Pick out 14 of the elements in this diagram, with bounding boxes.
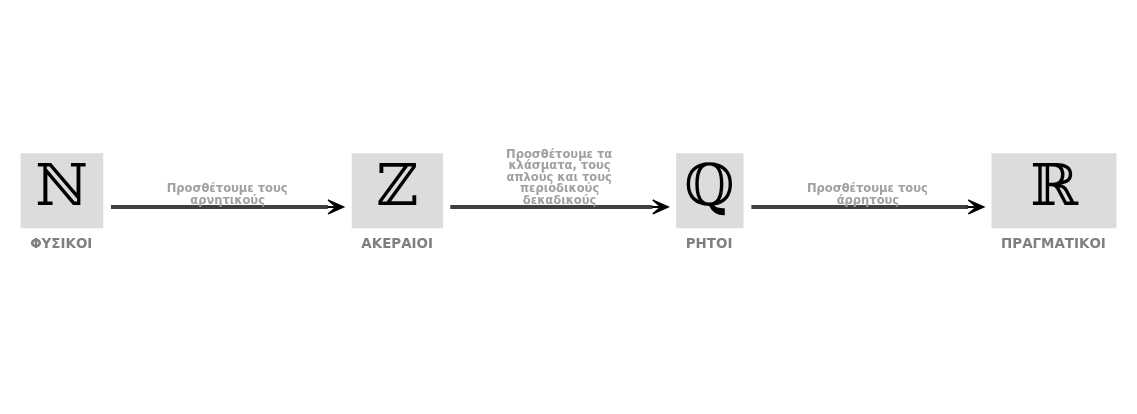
node-box: ℚ — [676, 153, 744, 229]
arrow — [110, 199, 345, 215]
edge-label: Προσθέτουμε τους αρνητικούς — [166, 181, 288, 207]
arrow — [750, 199, 985, 215]
arrow — [449, 199, 669, 215]
node-label: ΡΗΤΟΙ — [685, 235, 733, 251]
node-box: ℕ — [20, 153, 104, 229]
edge-label: Προσθέτουμε τους άρρητους — [806, 181, 928, 207]
node-label: ΠΡΑΓΜΑΤΙΚΟΙ — [1001, 235, 1106, 251]
node-box: ℤ — [351, 153, 444, 229]
node-box: ℝ — [991, 153, 1117, 229]
node-label: ΦΥΣΙΚΟΙ — [30, 235, 93, 251]
edge-label: Προσθέτουμε τα κλάσματα, τους απλούς και τους περιοδικούς δεκαδικούς — [506, 146, 613, 207]
node-label: ΑΚΕΡΑΙΟΙ — [361, 235, 434, 251]
